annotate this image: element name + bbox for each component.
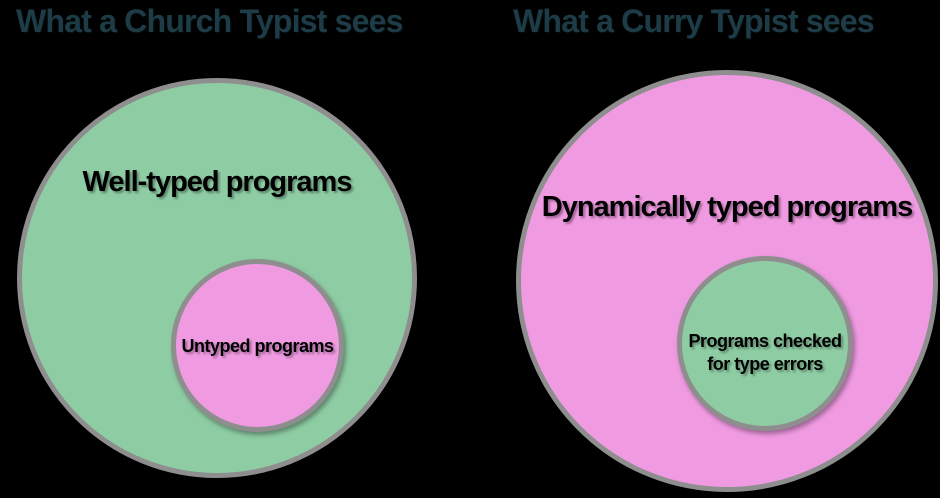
curry-typist-title: What a Curry Typist sees bbox=[513, 3, 875, 39]
well-typed-programs-label: Well-typed programs bbox=[82, 166, 353, 198]
dynamically-typed-programs-label: Dynamically typed programs bbox=[541, 191, 913, 223]
untyped-programs-circle bbox=[171, 259, 344, 432]
programs-checked-circle bbox=[677, 256, 853, 431]
untyped-programs-label: Untyped programs bbox=[181, 336, 334, 356]
church-typist-title: What a Church Typist sees bbox=[16, 3, 403, 39]
programs-checked-label: Programs checked for type errors bbox=[688, 331, 842, 374]
